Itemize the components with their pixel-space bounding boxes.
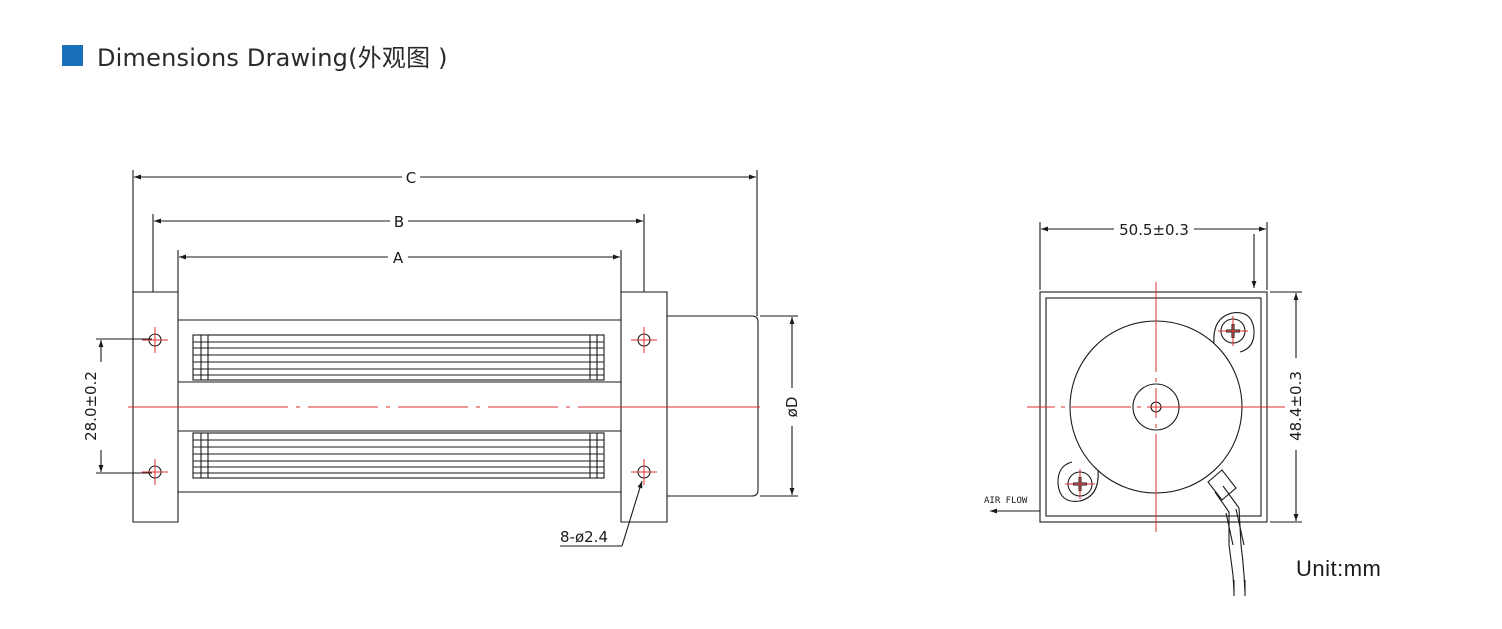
front-view xyxy=(990,222,1302,596)
section-title: Dimensions Drawing(外观图 ) xyxy=(97,44,448,72)
front-centerlines xyxy=(1027,282,1285,532)
dim-b-label: B xyxy=(394,213,404,231)
dim-front-height-label: 48.4±0.3 xyxy=(1287,371,1305,441)
dim-holes-label: 8-ø2.4 xyxy=(560,528,608,546)
section-header: Dimensions Drawing(外观图 ) xyxy=(62,38,448,73)
dim-diameter-label: øD xyxy=(783,397,801,418)
side-view xyxy=(96,170,798,547)
air-flow-label: AIR FLOW xyxy=(984,496,1028,506)
dim-height-label: 28.0±0.2 xyxy=(82,371,100,441)
blue-square-icon xyxy=(62,45,83,66)
dim-a-label: A xyxy=(393,249,404,267)
side-centerlines xyxy=(128,327,760,485)
dim-c-label: C xyxy=(406,169,416,187)
unit-label: Unit:mm xyxy=(1296,556,1381,581)
dim-width-label: 50.5±0.3 xyxy=(1119,221,1189,239)
